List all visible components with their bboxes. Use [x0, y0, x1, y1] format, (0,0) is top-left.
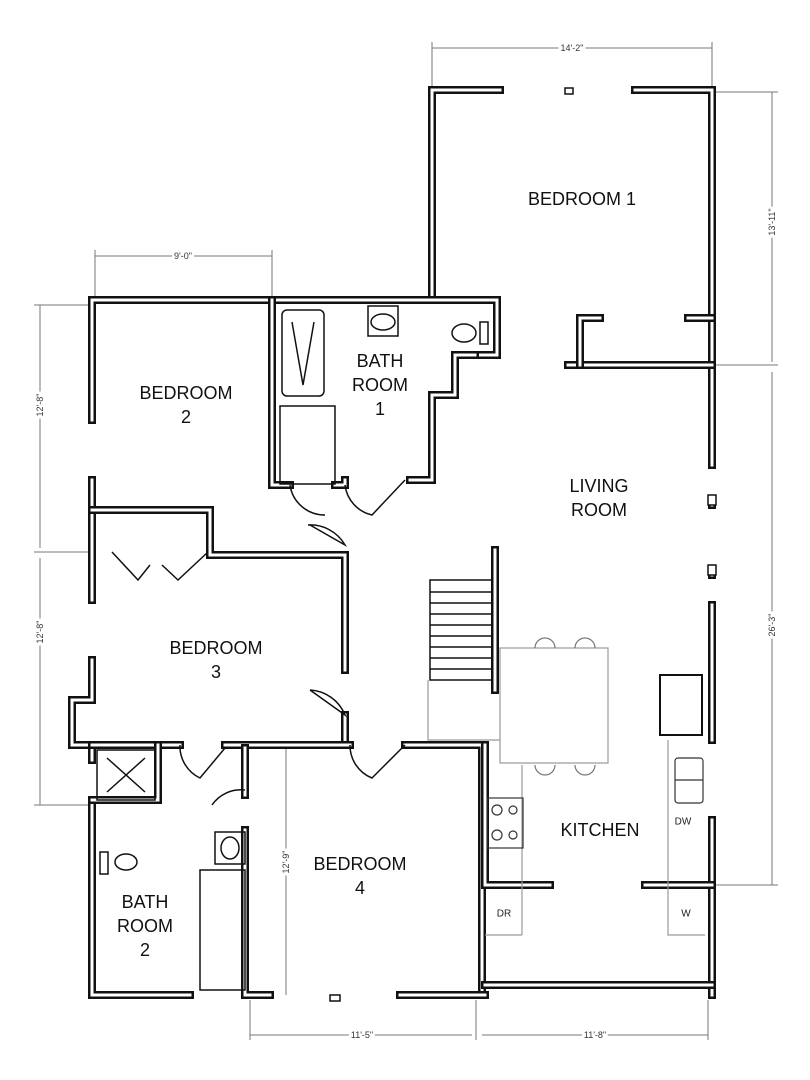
room-label-bath-1: BATH ROOM 1 — [352, 349, 408, 421]
wall-segment — [241, 826, 274, 999]
room-label-text: LIVING — [569, 476, 629, 496]
sink-bath1 — [370, 313, 396, 331]
kitchen-island — [499, 647, 609, 764]
wall-segment — [90, 298, 499, 422]
door-swings — [111, 479, 406, 806]
room-label-text: BEDROOM — [313, 854, 407, 874]
wall-segment — [268, 296, 294, 489]
room-label-text: BATH — [356, 351, 404, 371]
room-label-number: 3 — [210, 662, 222, 682]
room-label-bedroom-2: BEDROOM 2 — [139, 381, 232, 429]
fixtures — [96, 305, 489, 991]
room-label-number: 1 — [374, 399, 385, 419]
room-label-bath-2: BATH ROOM 2 — [117, 890, 173, 962]
wall-segment — [90, 743, 160, 802]
dryer-label: DR — [496, 908, 512, 920]
room-label-text: ROOM — [571, 500, 627, 520]
toilet-bath2 — [114, 853, 138, 871]
wall-segment — [408, 353, 477, 482]
stove — [486, 797, 524, 849]
dimension-living-depth: 26'-3" — [767, 611, 777, 639]
wall-segment — [88, 741, 162, 804]
wall-segment — [401, 741, 486, 999]
wall-segment — [428, 86, 504, 304]
kitchen-fixtures — [427, 637, 705, 936]
dimension-bedroom1-depth: 13'-11" — [767, 206, 777, 238]
dishwasher-label: DW — [674, 816, 692, 828]
room-label-living-room: LIVING ROOM — [569, 474, 628, 522]
stairs — [429, 579, 493, 681]
room-label-number: 2 — [139, 940, 150, 960]
room-label-text: BATH — [121, 892, 169, 912]
wall-segment — [633, 88, 714, 467]
room-label-number: 4 — [354, 878, 366, 898]
room-label-text: BEDROOM — [169, 638, 263, 658]
toilet-bath1 — [451, 323, 477, 343]
wall-segment — [576, 314, 604, 369]
dimension-bedroom2-depth: 12'-8" — [35, 391, 45, 419]
sink-bath2 — [214, 831, 246, 865]
wall-post — [564, 87, 574, 95]
room-label-number: 2 — [180, 407, 192, 427]
refrigerator — [659, 674, 703, 736]
dimension-bedroom2-width: 9'-0" — [172, 251, 194, 261]
shower — [96, 749, 156, 801]
wall-segment — [403, 743, 484, 997]
wall-segment — [90, 798, 192, 997]
dimension-bedroom4-depth: 12'-9" — [281, 848, 291, 876]
wall-segment — [406, 351, 479, 484]
room-label-bedroom-1: BEDROOM 1 — [527, 189, 637, 209]
room-label-text: BEDROOM — [139, 383, 233, 403]
dimension-bedroom3-depth: 12'-8" — [35, 618, 45, 646]
room-label-bedroom-3: BEDROOM 3 — [169, 636, 262, 684]
wall-post — [329, 994, 341, 1002]
dimension-bedroom4-width: 11'-5" — [348, 1030, 376, 1040]
wall-segment — [483, 743, 552, 887]
room-label-kitchen: KITCHEN — [560, 820, 640, 840]
wall-segment — [90, 508, 347, 672]
room-label-bedroom-4: BEDROOM 4 — [313, 852, 406, 900]
dimension-bedroom1-width: 14'-2" — [558, 43, 586, 53]
wall-segment — [430, 88, 502, 302]
bathtub — [281, 309, 325, 397]
wall-segment — [631, 86, 716, 469]
washer-label: W — [681, 908, 691, 920]
wall-post — [707, 564, 717, 576]
walls — [68, 86, 717, 1002]
wall-post — [707, 494, 717, 506]
wall-segment — [270, 298, 292, 487]
room-label-text: ROOM — [117, 916, 173, 936]
wall-segment — [578, 316, 602, 367]
dimension-kitchen-width: 11'-8" — [581, 1030, 609, 1040]
room-label-text: ROOM — [352, 375, 408, 395]
closet — [279, 405, 336, 485]
